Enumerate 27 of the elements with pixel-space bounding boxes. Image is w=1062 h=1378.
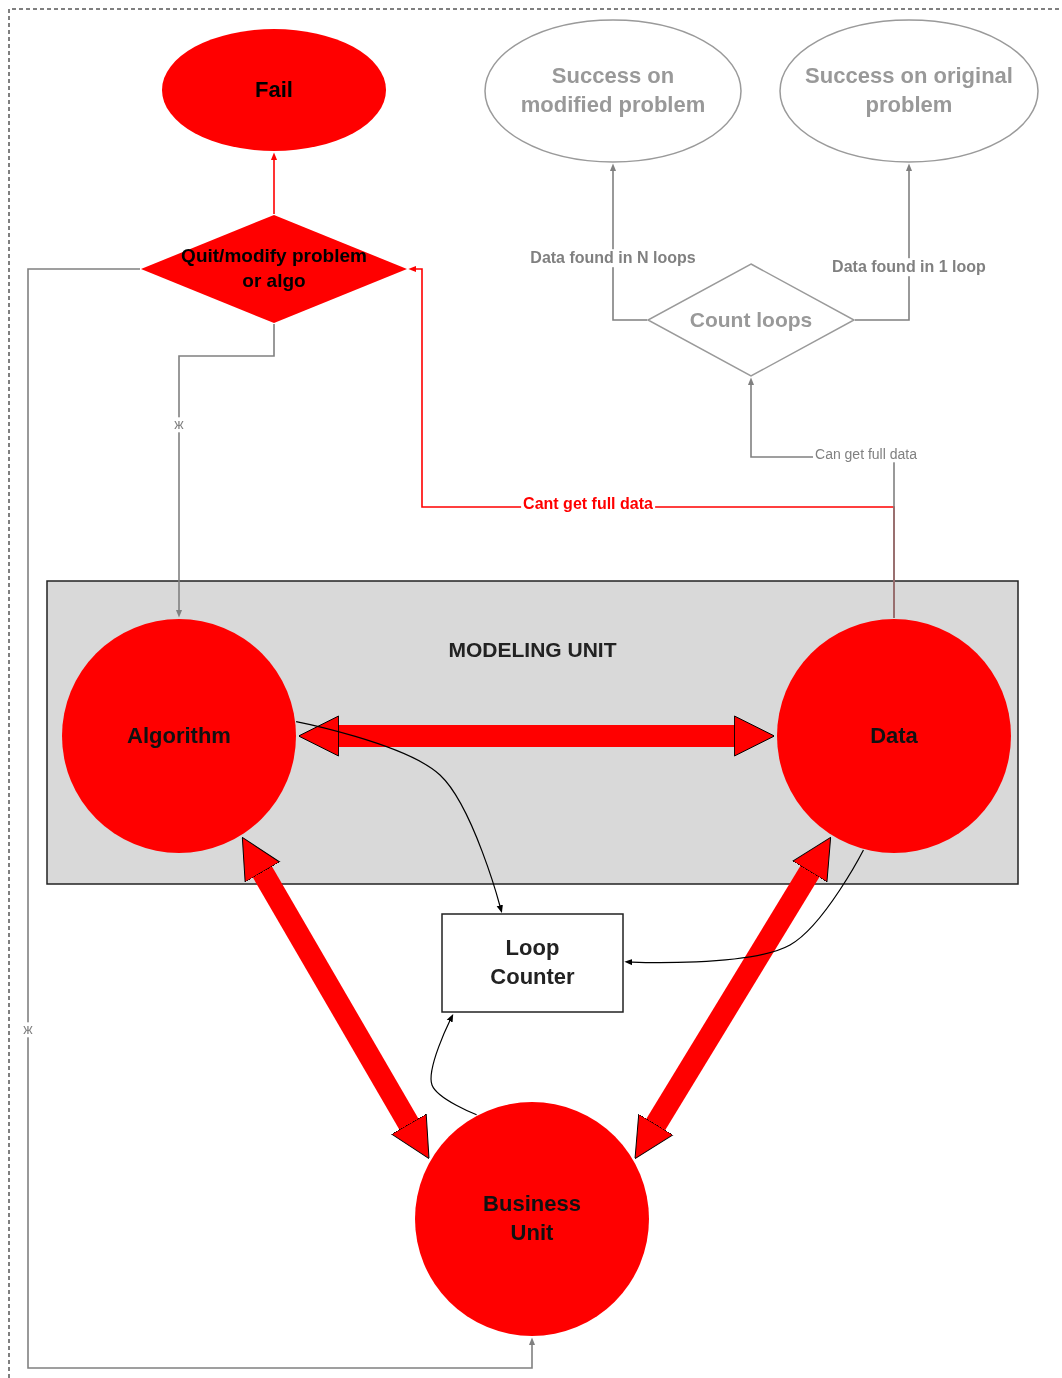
node-label: Success on original problem bbox=[804, 62, 1014, 119]
double-arrow bbox=[298, 715, 775, 757]
section-heading: MODELING UNIT bbox=[448, 637, 617, 663]
double-arrow bbox=[634, 836, 832, 1160]
node-label: Loop Counter bbox=[489, 934, 576, 991]
edge-label: Cant get full data bbox=[521, 495, 655, 513]
arrow bbox=[27, 268, 536, 1369]
node-label: Data bbox=[870, 721, 918, 750]
arrow bbox=[624, 849, 865, 966]
edge-label: Data found in 1 loop bbox=[830, 258, 988, 276]
node-label: Fail bbox=[255, 75, 293, 104]
node-label: Success on modified problem bbox=[519, 62, 707, 119]
arrow bbox=[430, 1013, 478, 1116]
node-label: Count loops bbox=[689, 307, 813, 334]
node-label: Algorithm bbox=[127, 721, 231, 750]
arrow bbox=[270, 152, 278, 215]
arrow bbox=[609, 163, 648, 321]
arrow bbox=[175, 323, 275, 618]
edge-label: ж bbox=[172, 417, 186, 433]
edge-label: Can get full data bbox=[813, 447, 919, 463]
edge-label: ж bbox=[21, 1022, 35, 1038]
node-label: Business Unit bbox=[482, 1190, 582, 1247]
node-label: Quit/modify problem or algo bbox=[180, 244, 368, 293]
arrow bbox=[854, 163, 913, 321]
double-arrow bbox=[241, 836, 430, 1160]
arrow bbox=[295, 721, 503, 914]
edge-label: Data found in N loops bbox=[528, 249, 698, 267]
